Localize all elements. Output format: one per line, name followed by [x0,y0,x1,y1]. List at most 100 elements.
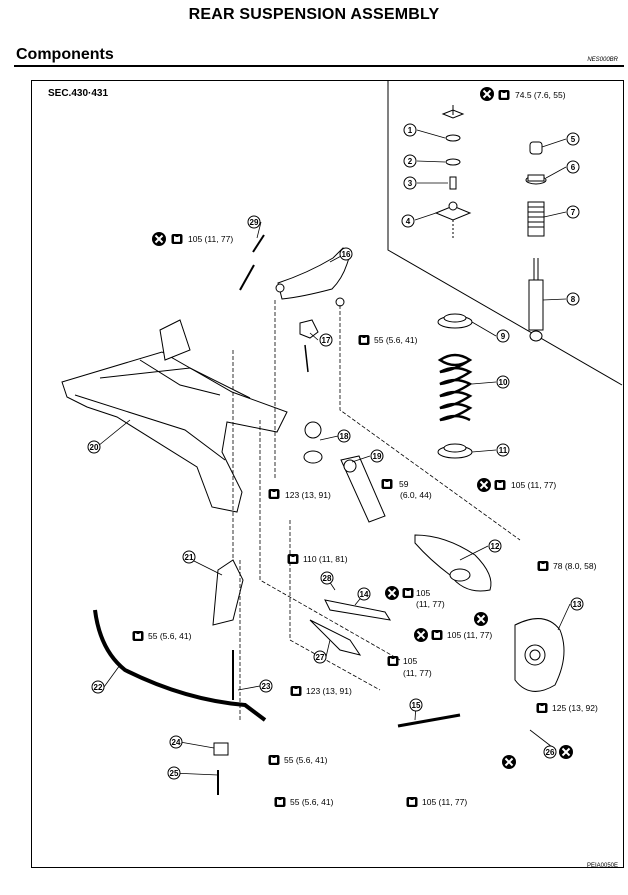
nut-icon [494,480,506,490]
svg-text:1: 1 [408,126,413,135]
callout-19: 19 [370,449,384,463]
page-title: REAR SUSPENSION ASSEMBLY [188,6,440,23]
svg-text:105 (11, 77): 105 (11, 77) [422,797,467,807]
nut-icon [274,797,286,807]
x-icon [384,585,400,601]
svg-text:78 (8.0, 58): 78 (8.0, 58) [553,561,597,571]
x-icon [413,627,429,643]
inset-divider [387,80,623,386]
svg-text:26: 26 [546,748,555,757]
callout-15: 15 [409,698,423,712]
svg-text:105 (11, 77): 105 (11, 77) [188,234,233,244]
callout-1: 1 [403,123,417,137]
svg-text:22: 22 [94,683,103,692]
nut-icon [537,561,549,571]
callout-7: 7 [566,205,580,219]
svg-text:20: 20 [90,443,99,452]
svg-text:27: 27 [316,653,325,662]
callout-17: 17 [319,333,333,347]
nut-icon [387,656,399,666]
nut-icon [268,755,280,765]
torque-spec-hub-bolt: 78 (8.0, 58) [537,561,597,571]
svg-text:21: 21 [185,553,194,562]
callout-12: 12 [488,539,502,553]
svg-text:23: 23 [262,682,271,691]
svg-text:24: 24 [172,738,181,747]
svg-text:6: 6 [571,163,576,172]
callout-9: 9 [496,329,510,343]
nut-icon [406,797,418,807]
svg-text:5: 5 [571,135,576,144]
nut-icon [381,479,393,489]
torque-spec-shock-lower: 59 (6.0, 44) [381,479,432,500]
callout-13: 13 [570,597,584,611]
diagram-frame [31,80,624,868]
callout-6: 6 [566,160,580,174]
torque-spec-bracket: 55 (5.6, 41) [358,335,418,345]
svg-text:74.5 (7.6, 55): 74.5 (7.6, 55) [515,90,566,100]
svg-text:7: 7 [571,208,576,217]
svg-text:17: 17 [322,336,331,345]
svg-text:18: 18 [340,432,349,441]
svg-text:14: 14 [360,590,369,599]
svg-text:105: 105 [416,588,430,598]
callout-22: 22 [91,680,105,694]
svg-text:105 (11, 77): 105 (11, 77) [511,480,556,490]
torque-spec-upper-link: 105 (11, 77) [151,231,233,247]
heading-rule [14,65,624,67]
torque-specs: 74.5 (7.6, 55) 105 (11, 77) 55 (5.6, 41)… [132,86,598,807]
nut-icon [431,630,443,640]
svg-text:25: 25 [170,769,179,778]
figure-code: PEIA0050E [586,863,618,869]
torque-spec-link-14: 105 (11, 77) [384,585,445,609]
svg-text:123 (13, 91): 123 (13, 91) [306,686,352,696]
svg-text:123 (13, 91): 123 (13, 91) [285,490,331,500]
svg-text:19: 19 [373,452,382,461]
callout-circles: 1 2 3 4 5 6 7 8 9 10 11 12 13 14 15 16 1… [87,123,584,780]
svg-text:12: 12 [491,542,500,551]
x-icon [501,754,517,770]
callout-25: 25 [167,766,181,780]
x-icon [476,477,492,493]
svg-text:15: 15 [412,701,421,710]
nut-icon [402,588,414,598]
torque-spec-stabilizer-link: 55 (5.6, 41) [268,755,328,765]
torque-spec-connecting-rod: 123 (13, 91) [290,686,352,696]
callout-3: 3 [403,176,417,190]
torque-spec-rod-end: 105 (11, 77) [406,797,467,807]
torque-spec-stabilizer-bracket: 55 (5.6, 41) [132,631,192,641]
callout-2: 2 [403,154,417,168]
torque-spec-hub: 125 (13, 92) [536,703,598,713]
svg-text:55 (5.6, 41): 55 (5.6, 41) [284,755,328,765]
callout-29: 29 [247,215,261,229]
callout-4: 4 [401,214,415,228]
callout-26: 26 [543,745,557,759]
svg-text:4: 4 [406,217,411,226]
svg-text:55 (5.6, 41): 55 (5.6, 41) [374,335,418,345]
nut-icon [536,703,548,713]
section-reference: SEC.430·431 [48,88,109,99]
svg-text:28: 28 [323,574,332,583]
svg-text:29: 29 [250,218,259,227]
svg-text:8: 8 [571,295,576,304]
svg-text:10: 10 [499,378,508,387]
svg-text:9: 9 [501,332,506,341]
nut-icon [132,631,144,641]
svg-text:(11, 77): (11, 77) [416,599,445,609]
callout-5: 5 [566,132,580,146]
svg-text:110 (11, 81): 110 (11, 81) [303,554,348,564]
torque-spec-top-nut: 74.5 (7.6, 55) [479,86,566,102]
torque-spec-bushing: 110 (11, 81) [287,554,348,564]
svg-text:(6.0, 44): (6.0, 44) [400,490,432,500]
document-code: NES000BR [587,57,618,63]
svg-text:16: 16 [342,250,351,259]
svg-text:3: 3 [408,179,413,188]
callout-leaders [97,129,571,776]
section-heading: Components [16,46,114,63]
suspension-parts [61,234,565,795]
callout-27: 27 [313,650,327,664]
svg-text:55 (5.6, 41): 55 (5.6, 41) [148,631,192,641]
callout-14: 14 [357,587,371,601]
callout-24: 24 [169,735,183,749]
callout-16: 16 [339,247,353,261]
